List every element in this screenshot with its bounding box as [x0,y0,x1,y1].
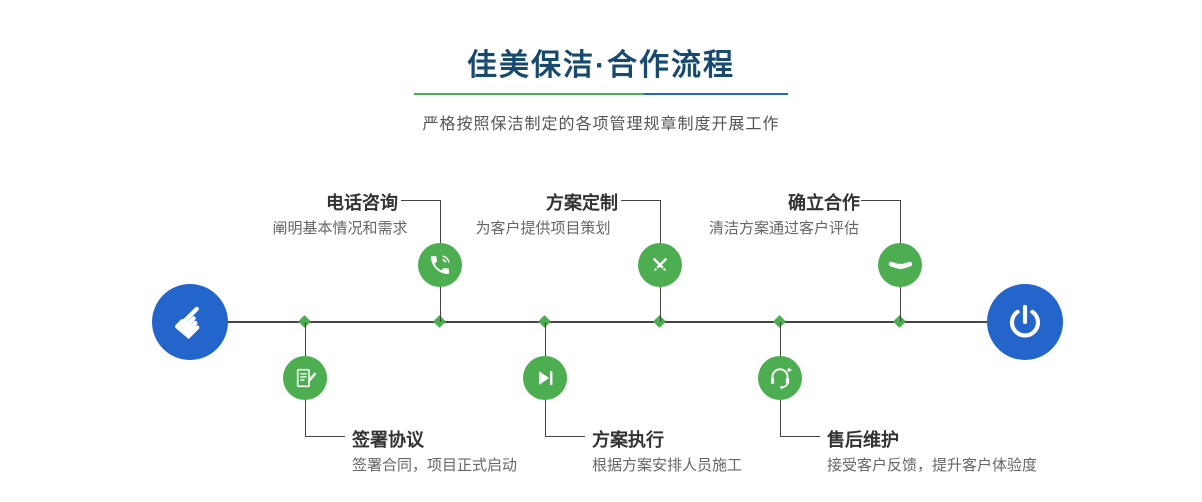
title-underline [414,93,788,95]
step-circle-cooperation [878,243,922,287]
step-circle-design [638,243,682,287]
step-title-design: 方案定制 [546,193,618,213]
step-desc-execution: 根据方案安排人员施工 [592,457,743,474]
underline-green-segment [414,93,644,95]
step-title-aftersales: 售后维护 [827,430,899,450]
timeline-start-node: ☛ [152,284,228,360]
connector-line [401,200,440,201]
step-desc-contract: 签署合同，项目正式启动 [352,457,518,474]
step-title-phone: 电话咨询 [326,193,398,213]
underline-blue-segment [644,93,788,95]
timeline-line [190,321,1025,323]
step-desc-cooperation: 清洁方案通过客户评估 [708,220,859,237]
connector-line [545,436,585,437]
connector-line [861,200,900,201]
step-title-cooperation: 确立合作 [788,193,860,213]
connector-line [305,436,345,437]
step-desc-design: 为客户提供项目策划 [475,220,611,237]
play-next-icon [539,371,553,385]
step-circle-aftersales [758,356,802,400]
connector-line [780,436,820,437]
page-title: 佳美保洁·合作流程 [467,49,735,82]
timeline-end-node [987,284,1063,360]
step-circle-phone [418,243,462,287]
page-subtitle: 严格按照保洁制定的各项管理规章制度开展工作 [422,116,780,133]
step-title-contract: 签署协议 [352,430,424,450]
pointing-hand-icon: ☛ [161,291,223,353]
step-circle-contract [283,356,327,400]
phone-icon [431,255,450,274]
document-pencil-icon [296,368,317,387]
step-desc-aftersales: 接受客户反馈，提升客户体验度 [827,457,1038,474]
step-circle-execution [523,356,567,400]
pen-ruler-icon [652,257,668,272]
headset-icon [770,367,792,389]
connector-line [621,200,660,201]
handshake-icon [888,261,912,269]
power-icon [1009,304,1041,338]
step-desc-phone: 阐明基本情况和需求 [272,220,408,237]
step-title-execution: 方案执行 [592,430,664,450]
